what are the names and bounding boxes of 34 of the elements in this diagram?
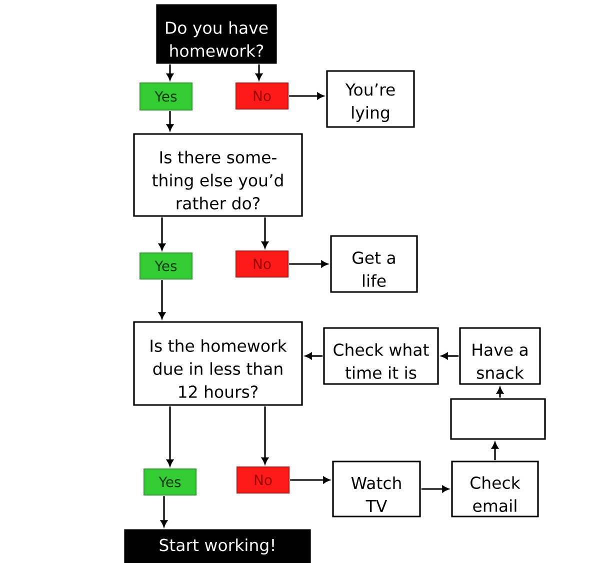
arrow	[262, 406, 268, 464]
answer-tag: Yes	[140, 82, 192, 110]
arrow	[160, 496, 168, 527]
answer-tag: No	[236, 250, 288, 278]
answer-tag: No	[236, 466, 290, 494]
process-box: Get a life	[330, 235, 418, 293]
arrow	[256, 64, 262, 80]
answer-tag: No	[236, 82, 288, 110]
process-box: You’re lying	[326, 70, 415, 128]
process-box: Check email	[451, 460, 539, 518]
empty-box	[450, 398, 546, 440]
question-box: Is the homework due in less than 12 hours?	[133, 321, 303, 406]
arrow	[166, 64, 174, 80]
arrow	[289, 92, 324, 100]
question-box: Do you have homework?	[156, 4, 277, 64]
process-box: Watch TV	[332, 460, 421, 518]
arrow	[496, 387, 504, 398]
arrow	[305, 352, 323, 360]
answer-tag: Yes	[144, 468, 196, 496]
arrow	[492, 442, 498, 460]
arrow	[166, 111, 174, 131]
arrow	[166, 406, 174, 466]
arrow	[290, 476, 330, 484]
answer-tag: Yes	[140, 252, 192, 280]
arrow	[421, 486, 449, 492]
arrow	[289, 260, 328, 268]
end-box: Start working!	[124, 529, 311, 563]
arrow	[158, 217, 166, 250]
process-box: Check what time it is	[323, 327, 439, 385]
process-box: Have a snack	[459, 327, 541, 385]
question-box: Is there some- thing else you’d rather do?	[133, 133, 303, 217]
arrow	[158, 280, 166, 319]
arrow	[262, 217, 268, 248]
arrow	[441, 352, 459, 360]
